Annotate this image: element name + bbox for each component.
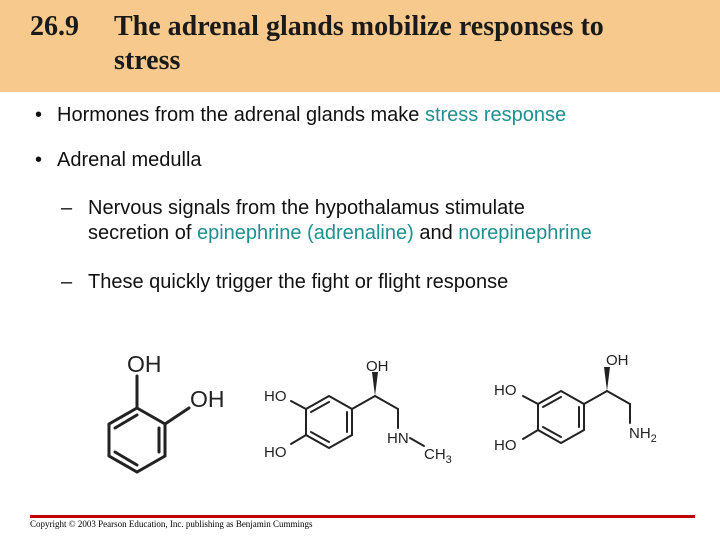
highlight-epinephrine: epinephrine (adrenaline) [196, 222, 414, 244]
subpoint-line-1: Nervous signals from the hypothalamus st… [88, 197, 525, 219]
section-number: 26.9 [30, 11, 79, 42]
norepinephrine-structure-diagram: OH HO HO NH2 [494, 352, 657, 454]
ho-label: HO [264, 388, 287, 405]
bullet-text: Adrenal medulla [57, 149, 202, 171]
bullet-hormones: • Hormones from the adrenal glands make … [35, 103, 567, 128]
amine-label: HN [387, 430, 409, 447]
subpoint-line-2-mid: and [413, 222, 459, 244]
slide-title: 26.9 The adrenal glands mobilize response… [30, 10, 670, 78]
bullet-icon: • [35, 149, 43, 171]
oh-label: OH [190, 386, 225, 412]
bullet-icon: • [35, 104, 43, 126]
copyright-text: Copyright © 2003 Pearson Education, Inc.… [30, 519, 313, 529]
epinephrine-structure-diagram: OH HO HO HN CH3 [264, 358, 452, 466]
oh-label: OH [127, 351, 162, 377]
methyl-label: CH3 [424, 446, 452, 466]
subpoint-fight-or-flight: – These quickly trigger the fight or fli… [61, 270, 509, 295]
amine-label: NH2 [629, 425, 657, 445]
highlight-stress-response: stress response [424, 104, 567, 126]
ho-label: HO [264, 444, 287, 461]
title-band: 26.9 The adrenal glands mobilize response… [0, 0, 720, 92]
catechol-structure-diagram: OH OH [107, 351, 225, 474]
highlight-norepinephrine: norepinephrine [458, 222, 592, 244]
title-line-2: stress [114, 45, 181, 76]
subpoint-text: These quickly trigger the fight or fligh… [88, 271, 509, 293]
bullet-text: Hormones from the adrenal glands make [57, 104, 425, 126]
oh-label: OH [366, 358, 389, 375]
dash-icon: – [61, 271, 73, 293]
ho-label: HO [494, 382, 517, 399]
footer-rule [30, 515, 695, 518]
title-line-1: The adrenal glands mobilize responses to [114, 11, 604, 42]
oh-label: OH [606, 352, 629, 369]
subpoint-nervous-signals: – Nervous signals from the hypothalamus … [61, 196, 708, 246]
ho-label: HO [494, 437, 517, 454]
bullet-adrenal-medulla: • Adrenal medulla [35, 148, 202, 173]
dash-icon: – [61, 197, 73, 219]
subpoint-line-2-prefix: secretion of [88, 222, 197, 244]
